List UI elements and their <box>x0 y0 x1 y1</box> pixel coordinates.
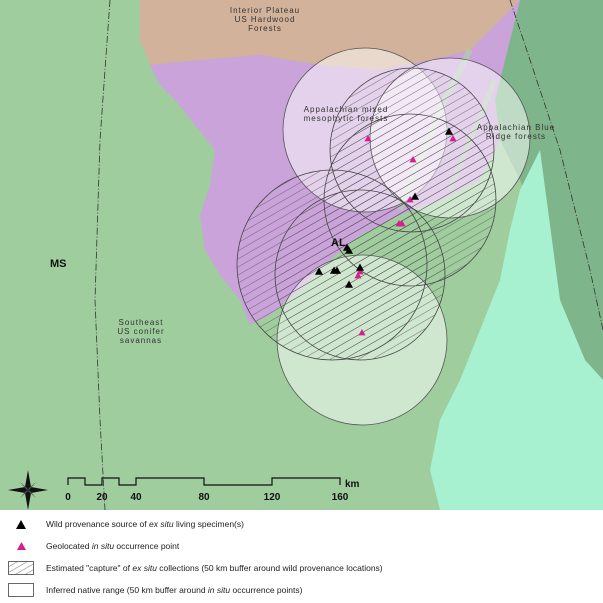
wild-provenance-marker <box>332 266 342 274</box>
wild-provenance-marker <box>344 246 354 254</box>
scale-tick-160: 160 <box>332 492 349 503</box>
scale-unit: km <box>345 479 360 490</box>
label-interior-plateau-1: Interior Plateau <box>230 6 300 15</box>
wild-provenance-marker <box>444 127 454 135</box>
scale-tick-40: 40 <box>130 492 142 503</box>
insitu-points <box>354 135 457 336</box>
label-conifer-2: US conifer <box>117 327 164 336</box>
insitu-point-marker <box>409 156 417 163</box>
label-conifer-3: savannas <box>120 336 162 345</box>
label-interior-plateau-2: US Hardwood <box>235 15 296 24</box>
insitu-point-marker <box>364 135 372 142</box>
wild-provenance-marker <box>355 263 365 271</box>
label-interior-plateau-3: Forests <box>248 24 282 33</box>
label-blue-ridge-1: Appalachian Blue <box>477 123 555 132</box>
label-mixed-1: Appalachian mixed <box>304 105 389 114</box>
ecoregion-blue-ridge <box>495 0 603 380</box>
insitu-point-marker <box>449 135 457 142</box>
label-blue-ridge-2: Ridge forests <box>486 132 546 141</box>
wild-provenance-marker <box>344 280 354 288</box>
white-swatch-icon <box>8 583 34 597</box>
wild-provenance-marker <box>314 267 324 275</box>
scale-tick-80: 80 <box>198 492 210 503</box>
state-border-west <box>94 0 111 510</box>
insitu-point-marker <box>358 329 366 336</box>
ecoregion-piedmont <box>430 150 603 510</box>
scale-tick-120: 120 <box>264 492 281 503</box>
insitu-point-marker <box>354 272 362 279</box>
legend-item-range: Inferred native range (50 km buffer arou… <box>8 582 302 598</box>
insitu-point-marker <box>406 196 414 203</box>
legend-item-wild: Wild provenance source of ex situ living… <box>8 516 244 532</box>
black-triangle-icon <box>16 519 26 529</box>
label-conifer-1: Southeast <box>118 318 163 327</box>
wild-provenance-marker <box>410 192 420 200</box>
insitu-point-marker <box>398 220 406 227</box>
legend-item-geo: Geolocated in situ occurrence point <box>8 538 179 554</box>
label-mixed-2: mesophytic forests <box>304 114 389 123</box>
compass-rose-icon <box>8 470 48 510</box>
scale-bar: 0 20 40 80 120 160 km <box>65 477 360 503</box>
capture-buffer-layer <box>236 67 497 361</box>
state-border-east <box>509 0 603 331</box>
legend-item-capture: Estimated "capture" of ex situ collectio… <box>8 560 383 576</box>
magenta-triangle-icon <box>16 542 26 550</box>
ecoregion-interior-plateau <box>140 0 520 70</box>
scale-tick-0: 0 <box>65 492 71 503</box>
wild-points <box>314 127 454 288</box>
legend: Wild provenance source of ex situ living… <box>0 510 603 603</box>
state-label-ms: MS <box>50 258 67 270</box>
hatched-swatch-icon <box>8 561 34 575</box>
scale-tick-20: 20 <box>96 492 108 503</box>
state-label-al: AL <box>331 237 346 249</box>
range-map: Interior Plateau US Hardwood Forests App… <box>0 0 603 510</box>
